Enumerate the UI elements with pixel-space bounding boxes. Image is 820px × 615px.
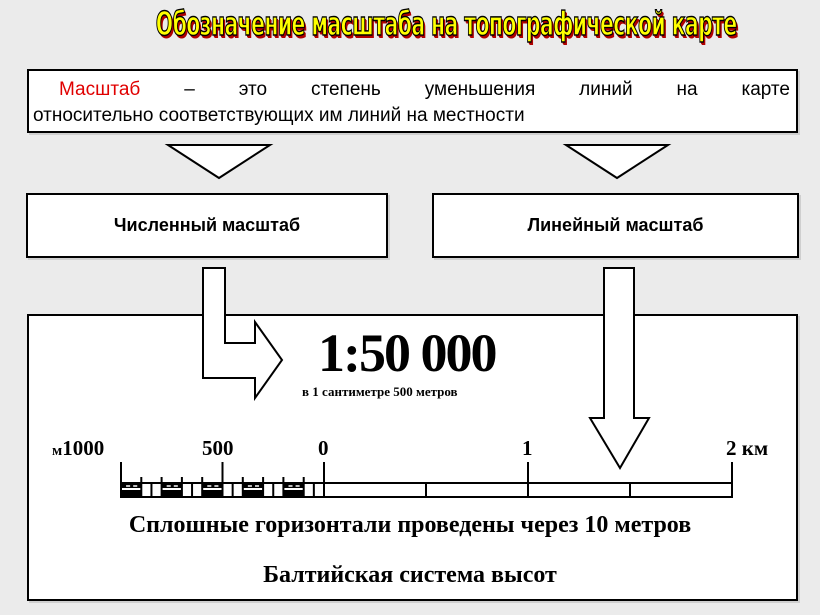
numeric-scale-explanation: в 1 сантиметре 500 метров [302, 384, 458, 399]
triangle-down-left-icon [164, 144, 274, 180]
definition-word: на [676, 79, 698, 100]
linear-scale-box: Линейный масштаб [432, 193, 799, 258]
linear-scale-bar [120, 462, 733, 498]
definition-word: уменьшения [424, 79, 536, 100]
numeric-scale-label: Численный масштаб [113, 215, 301, 235]
arrow-down-icon [588, 267, 651, 470]
definition-word: степень [310, 79, 381, 100]
contour-interval-note: Сплошные горизонтали проведены через 10 … [128, 512, 692, 538]
definition-word: линий [579, 79, 633, 100]
scale-bar-black-segment [283, 490, 304, 497]
bent-arrow-right-icon [202, 267, 284, 402]
scale-label-0: 0 [318, 436, 329, 460]
definition-word: карте [741, 79, 790, 100]
scale-bar-black-segment [161, 490, 182, 497]
scale-label-text: 1000 [62, 436, 105, 460]
triangle-down-right-icon [562, 144, 672, 180]
page-title: Обозначение масштаба на топографической … [155, 3, 737, 43]
definition-line-2: относительно соответствующих им линий на… [33, 105, 525, 126]
definition-word: это [238, 79, 268, 100]
scale-example-box [27, 314, 798, 601]
scale-label-1000: м1000 [52, 436, 104, 461]
scale-bar-black-segment [121, 483, 142, 488]
scale-label-500: 500 [202, 436, 234, 460]
height-system-note: Балтийская система высот [263, 562, 557, 588]
scale-label-2km: 2 км [726, 436, 769, 460]
scale-unit-meters: м [52, 443, 63, 459]
scale-bar-black-segment [202, 490, 223, 497]
scale-bar-black-segment [242, 483, 264, 488]
scale-bar-black-segment [202, 483, 223, 488]
scale-bar-black-segment [242, 490, 264, 497]
definition-term: Масштаб [59, 79, 141, 100]
definition-box: Масштаб – это степень уменьшения линий н… [27, 69, 798, 133]
linear-scale-label: Линейный масштаб [527, 215, 704, 235]
scale-bar-black-segment [121, 490, 142, 497]
numeric-scale-box: Численный масштаб [26, 193, 388, 258]
scale-bar-black-segment [283, 483, 304, 488]
numeric-scale-ratio: 1:50 000 [318, 323, 497, 383]
scale-label-1km: 1 [522, 436, 533, 460]
scale-bar-black-segment [161, 483, 182, 488]
definition-line-1: Масштаб – это степень уменьшения линий н… [33, 77, 790, 103]
definition-word: – [184, 79, 195, 100]
